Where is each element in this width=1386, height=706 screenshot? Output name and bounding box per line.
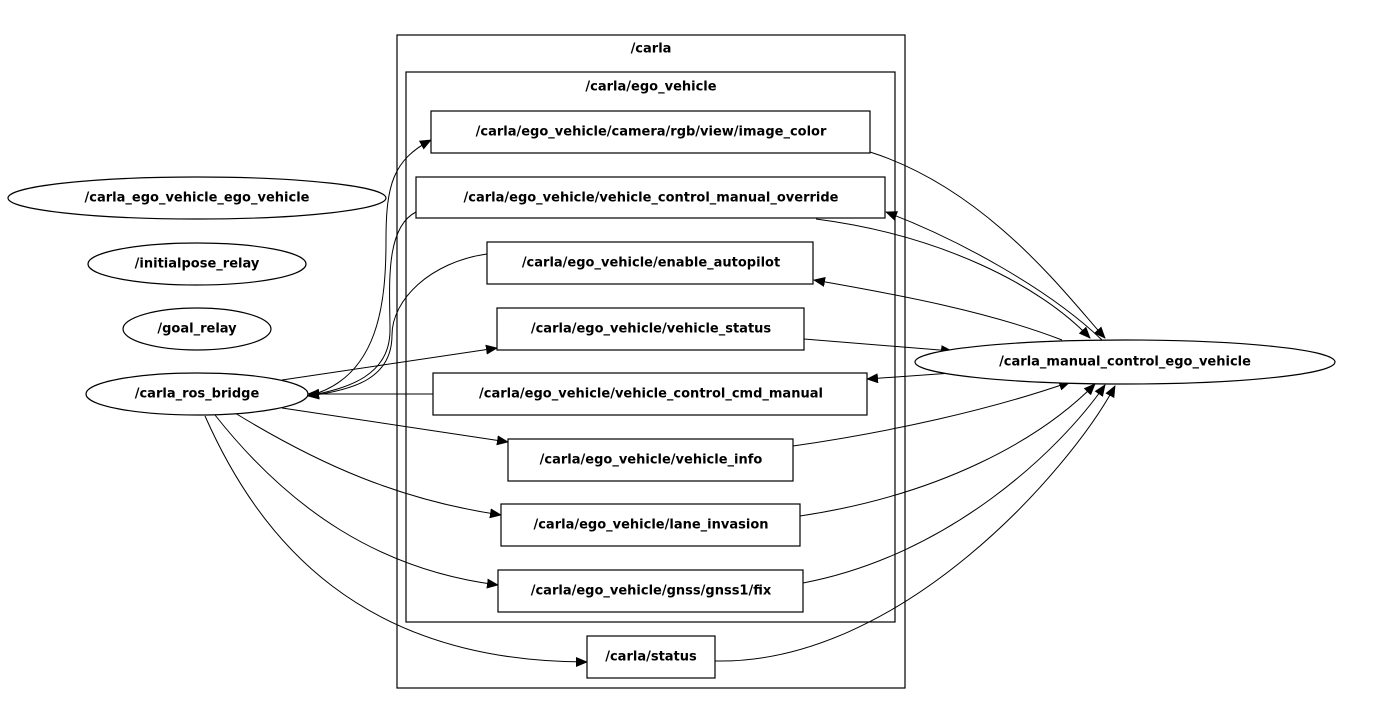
edges [204, 139, 1116, 667]
cluster-carla: /carla [396, 34, 906, 689]
edge-vehicle-info-to-manual-control [792, 380, 1071, 447]
node-ros-bridge[interactable]: /carla_ros_bridge [85, 372, 309, 416]
topic-vehicle-status-label: /carla/ego_vehicle/vehicle_status [531, 322, 772, 337]
topic-lane-invasion[interactable]: /carla/ego_vehicle/lane_invasion [500, 503, 801, 547]
node-initialpose-relay-label: /initialpose_relay [135, 257, 260, 272]
node-manual-control[interactable]: /carla_manual_control_ego_vehicle [914, 339, 1336, 385]
edge-lane-invasion-to-manual-control [799, 383, 1096, 517]
edge-gnss-fix-to-manual-control [802, 384, 1106, 584]
topic-vehicle-info[interactable]: /carla/ego_vehicle/vehicle_info [507, 438, 794, 482]
topic-vehicle-status[interactable]: /carla/ego_vehicle/vehicle_status [496, 307, 805, 351]
edge-autopilot-to-bridge [307, 253, 488, 400]
edge-manual-override-to-manual-control [815, 218, 1091, 339]
node-goal-relay[interactable]: /goal_relay [122, 307, 272, 351]
edge-carla-status-to-manual-control [714, 385, 1116, 662]
topic-gnss-fix-label: /carla/ego_vehicle/gnss/gnss1/fix [531, 584, 772, 599]
node-ros-bridge-label: /carla_ros_bridge [135, 387, 260, 402]
edge-manual-control-to-cmd-manual [866, 372, 953, 384]
topic-manual-override-label: /carla/ego_vehicle/vehicle_control_manua… [464, 191, 839, 206]
node-manual-control-label: /carla_manual_control_ego_vehicle [999, 355, 1251, 370]
edge-manual-override-to-bridge [307, 211, 417, 399]
topic-lane-invasion-label: /carla/ego_vehicle/lane_invasion [533, 518, 768, 533]
edge-bridge-to-carla-status [204, 415, 588, 667]
topic-manual-override[interactable]: /carla/ego_vehicle/vehicle_control_manua… [415, 176, 886, 219]
node-ego-vehicle[interactable]: /carla_ego_vehicle_ego_vehicle [7, 176, 387, 220]
topic-enable-autopilot-label: /carla/ego_vehicle/enable_autopilot [522, 256, 780, 271]
edge-bridge-to-vehicle-status [281, 344, 498, 381]
node-initialpose-relay[interactable]: /initialpose_relay [87, 242, 307, 286]
edge-bridge-to-gnss-fix [214, 414, 499, 589]
topic-image-color[interactable]: /carla/ego_vehicle/camera/rgb/view/image… [430, 110, 871, 154]
edge-manual-control-to-autopilot [813, 276, 1063, 341]
node-ego-vehicle-label: /carla_ego_vehicle_ego_vehicle [85, 191, 310, 206]
edge-manual-control-to-manual-override [885, 211, 1103, 341]
topic-gnss-fix[interactable]: /carla/ego_vehicle/gnss/gnss1/fix [497, 569, 804, 613]
edge-bridge-to-vehicle-info [281, 407, 509, 446]
edge-bridge-to-image-color [307, 139, 432, 397]
edge-image-color-to-manual-control [869, 151, 1106, 339]
topic-carla-status-label: /carla/status [605, 650, 697, 665]
cluster-ego-vehicle: /carla/ego_vehicle [405, 71, 896, 623]
cluster-carla-label: /carla [631, 42, 672, 57]
edge-bridge-to-lane-invasion [234, 412, 502, 519]
topic-image-color-label: /carla/ego_vehicle/camera/rgb/view/image… [476, 125, 827, 140]
edge-vehicle-status-to-manual-control [803, 338, 953, 356]
topic-carla-status[interactable]: /carla/status [586, 635, 716, 679]
topic-cmd-manual-label: /carla/ego_vehicle/vehicle_control_cmd_m… [479, 387, 823, 402]
topic-cmd-manual[interactable]: /carla/ego_vehicle/vehicle_control_cmd_m… [432, 372, 868, 416]
topic-vehicle-info-label: /carla/ego_vehicle/vehicle_info [540, 453, 763, 468]
topic-enable-autopilot[interactable]: /carla/ego_vehicle/enable_autopilot [486, 241, 814, 285]
cluster-ego-vehicle-label: /carla/ego_vehicle [585, 80, 716, 95]
node-goal-relay-label: /goal_relay [157, 322, 237, 337]
